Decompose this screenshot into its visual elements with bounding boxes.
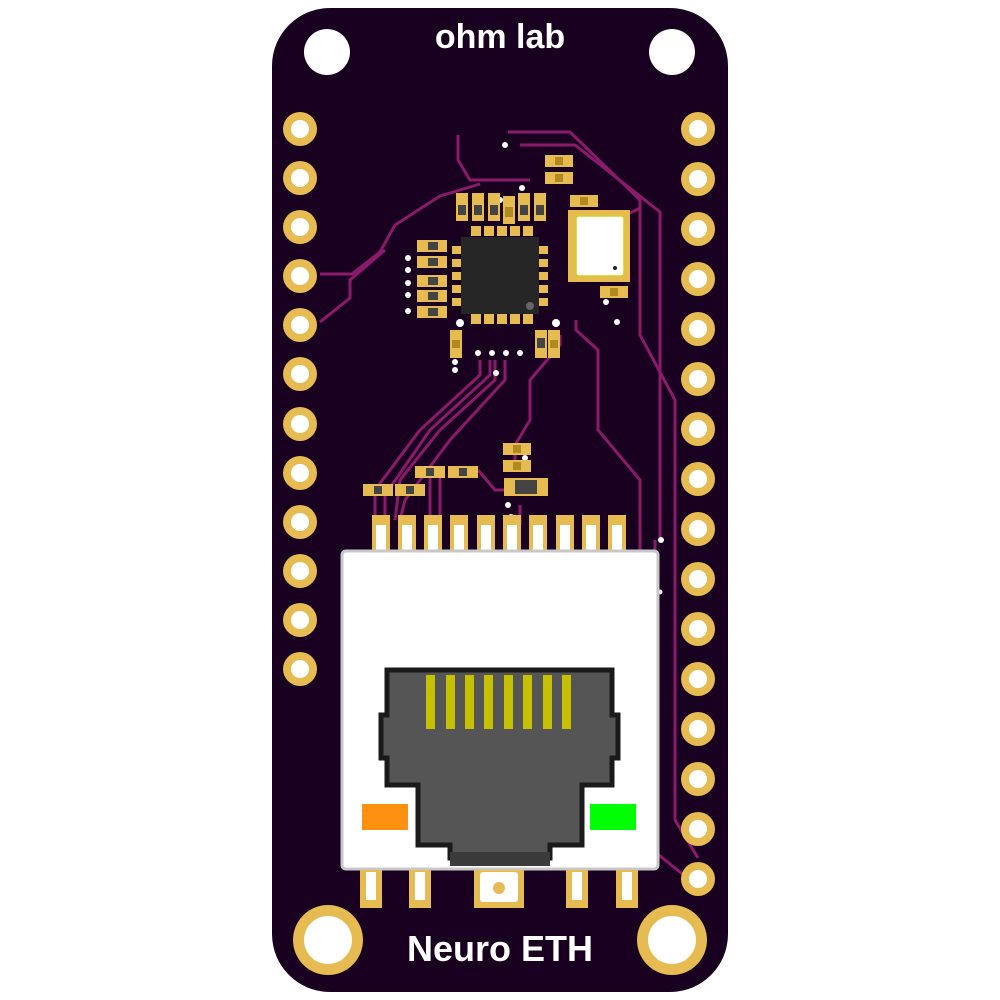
brand-label: ohm lab	[434, 18, 566, 56]
rj45-top-pins	[372, 515, 626, 551]
led-green	[590, 804, 636, 830]
product-label: Neuro ETH	[406, 928, 593, 969]
rj45-bottom-pins	[360, 870, 638, 908]
rj45-jack	[340, 549, 660, 871]
passives	[363, 155, 628, 496]
right-header-pins	[681, 112, 715, 896]
crystal-oscillator	[568, 210, 630, 282]
qfn-chip	[452, 226, 548, 324]
left-header-pins	[283, 112, 317, 686]
led-orange	[362, 804, 408, 830]
mounting-holes	[293, 29, 707, 975]
